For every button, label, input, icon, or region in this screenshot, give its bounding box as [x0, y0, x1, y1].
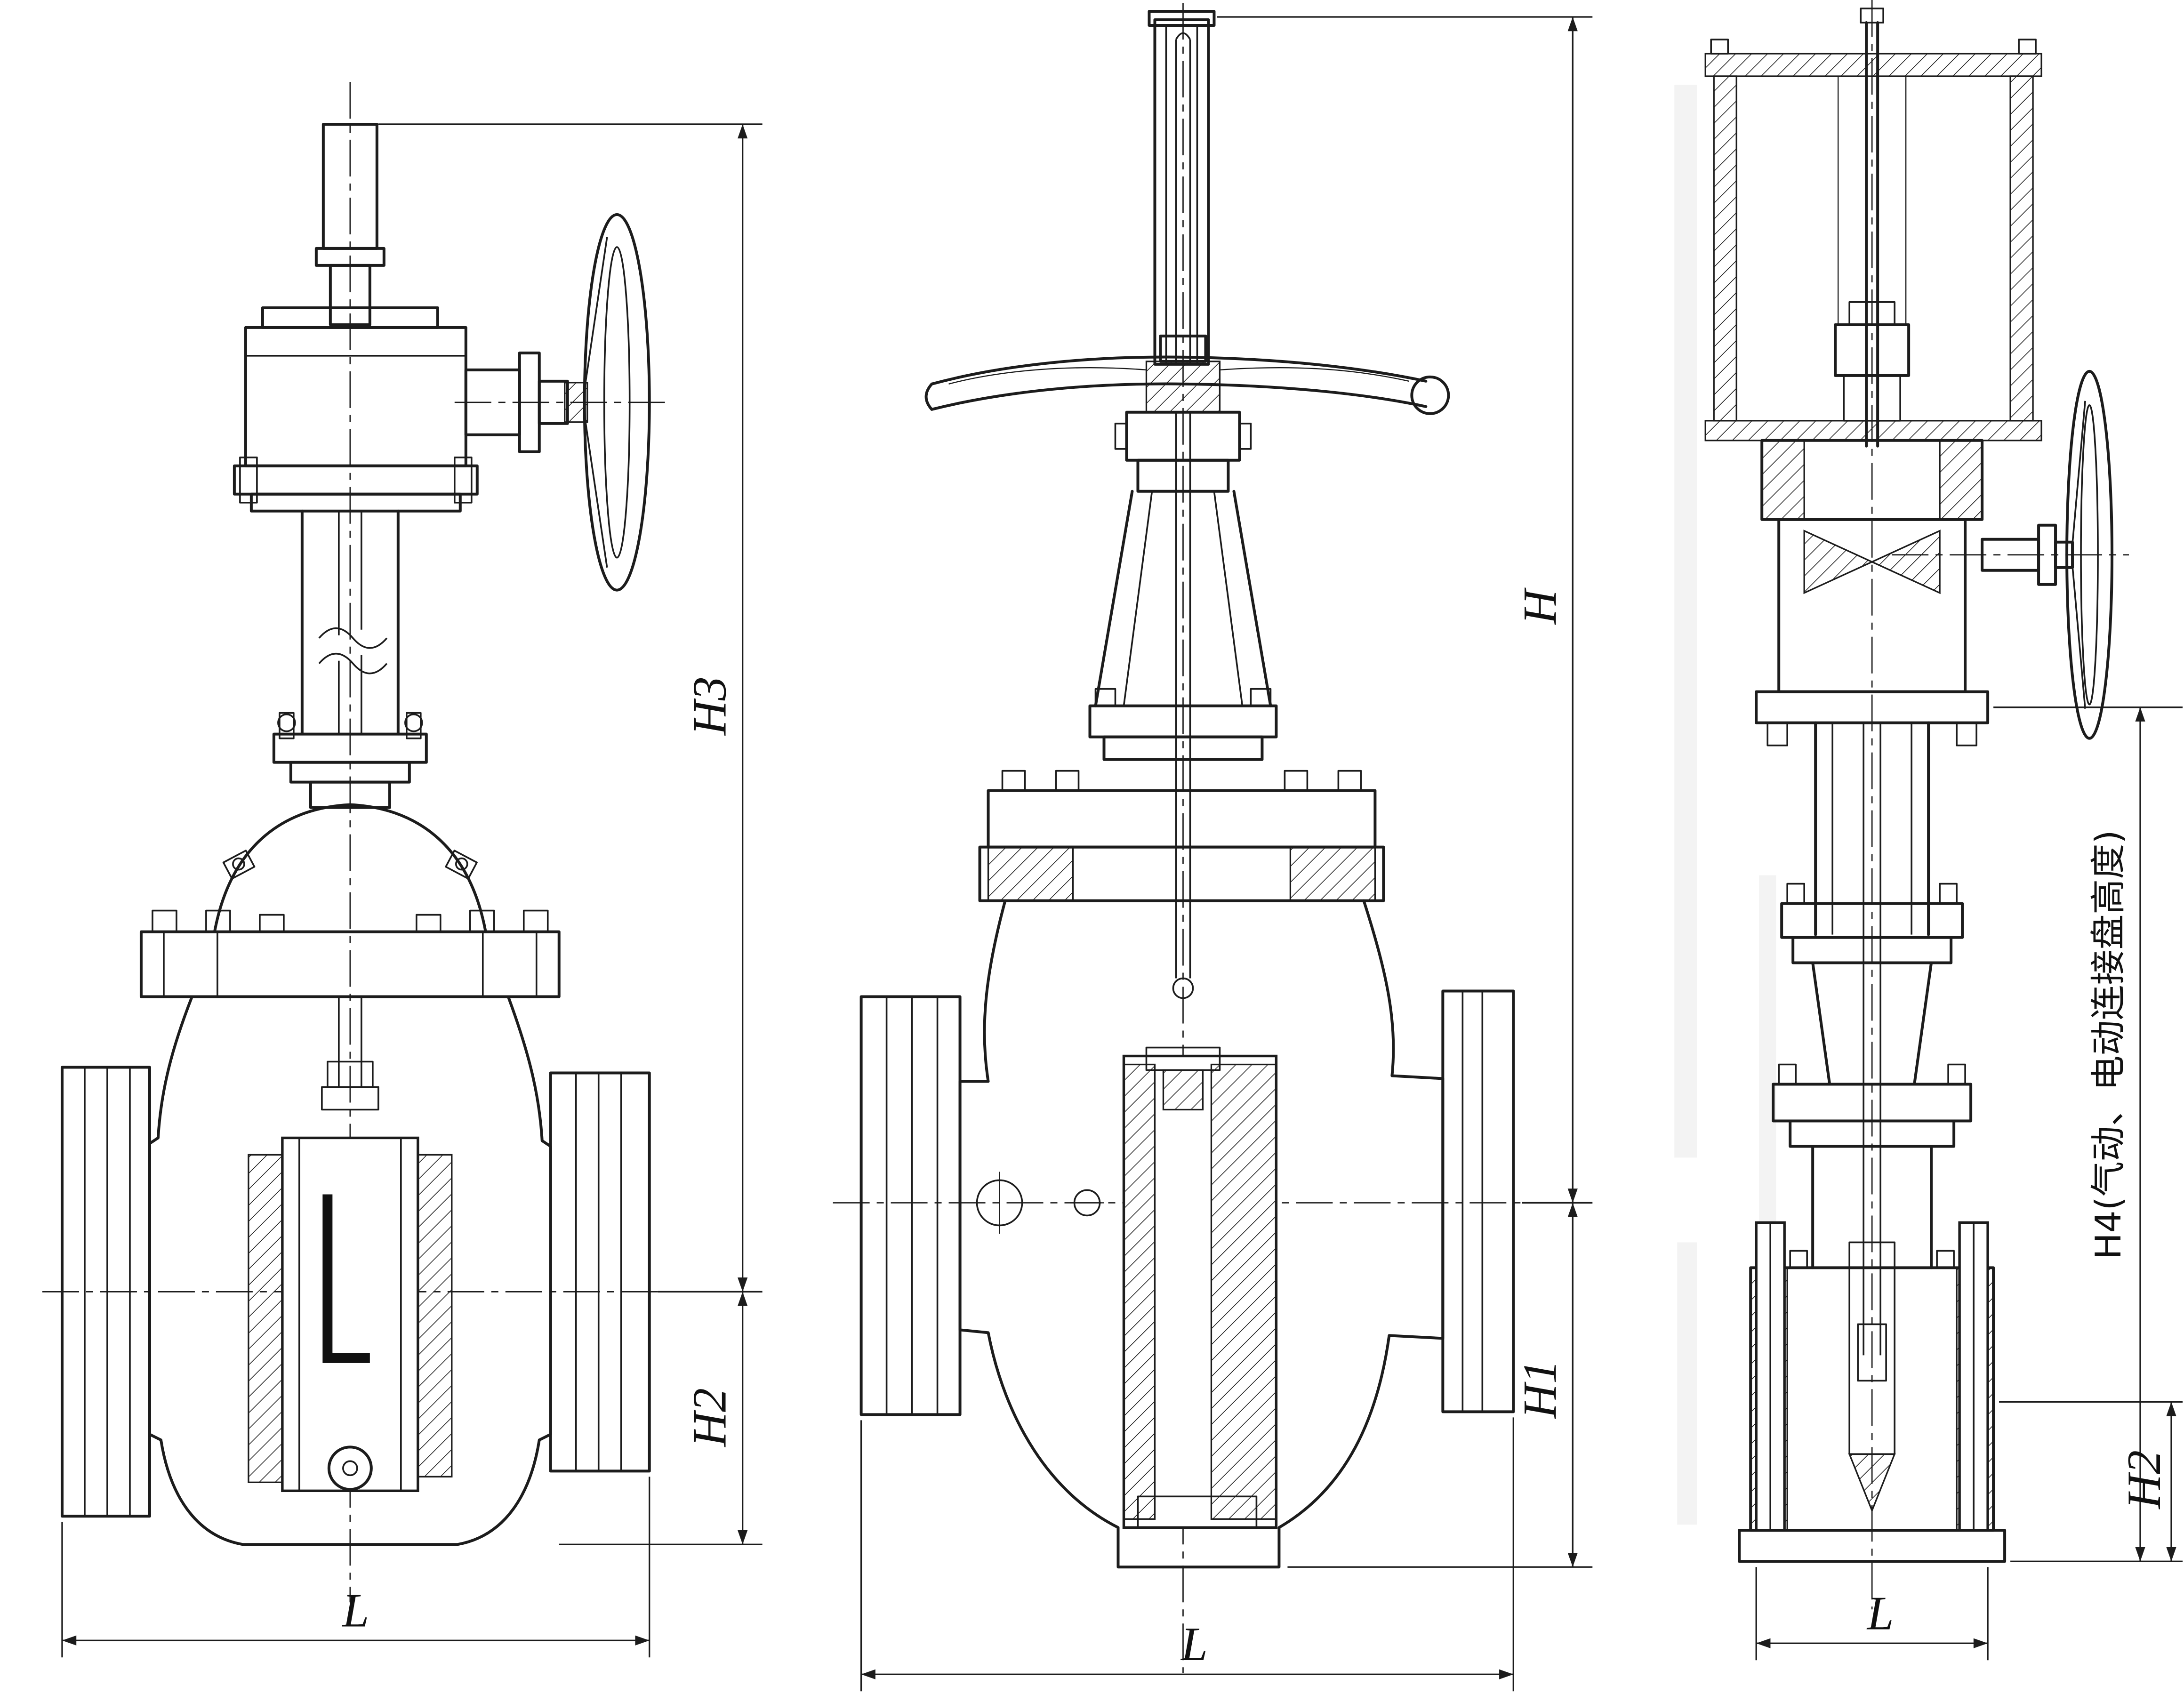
left-valve-stem-top [314, 122, 385, 326]
right-dim-label-h2: H2 [2118, 1450, 2171, 1510]
right-valve-actuator-frame [1704, 39, 2042, 442]
right-valve-handwheel [2065, 369, 2114, 740]
middle-valve-right-pipe-flange [1441, 989, 1515, 1413]
left-valve-dimensions: H3 H2 L [61, 123, 763, 1658]
left-valve-gate-slab [281, 1136, 419, 1493]
scan-artifacts [1674, 84, 1776, 1525]
right-valve-gear-housing [1760, 439, 2129, 693]
left-valve-right-pipe-flange [549, 1071, 651, 1473]
left-valve-yoke [300, 509, 400, 736]
right-dim-label-l: L [1866, 1587, 1894, 1640]
right-valve-extended-bonnet [1772, 721, 1973, 1356]
left-dim-label-h2: H2 [683, 1388, 737, 1448]
right-valve-body [1738, 1221, 2007, 1563]
left-valve-body [60, 995, 651, 1546]
right-dim-label-h4: H4(气动、电动连接盘高度) [2088, 830, 2129, 1259]
left-valve-handwheel [564, 213, 651, 592]
left-dim-label-l: L [341, 1584, 369, 1637]
left-valve-gear-mount-flange [233, 456, 479, 513]
left-valve-bonnet [139, 780, 561, 998]
middle-dim-label-l: L [1180, 1618, 1208, 1671]
middle-valve-bonnet [978, 688, 1385, 902]
middle-dim-label-h: H [1513, 587, 1566, 626]
right-valve-view: H4(气动、电动连接盘高度) H2 L [1704, 0, 2183, 1661]
right-valve-dimensions: H4(气动、电动连接盘高度) H2 L [1755, 706, 2183, 1661]
middle-valve-yoke [1094, 410, 1272, 979]
left-dim-label-h3: H3 [683, 676, 737, 736]
middle-valve-left-pipe-flange [859, 995, 962, 1416]
middle-valve-dimensions: H H1 L [860, 16, 1593, 1692]
left-valve-view: H3 H2 L [42, 81, 763, 1658]
right-valve-connection-plate [1755, 690, 1990, 747]
left-valve-left-pipe-flange [60, 1066, 151, 1518]
middle-dim-label-h1: H1 [1513, 1360, 1566, 1420]
middle-valve-body [859, 899, 1515, 1569]
middle-valve-view: H H1 L [833, 2, 1593, 1692]
